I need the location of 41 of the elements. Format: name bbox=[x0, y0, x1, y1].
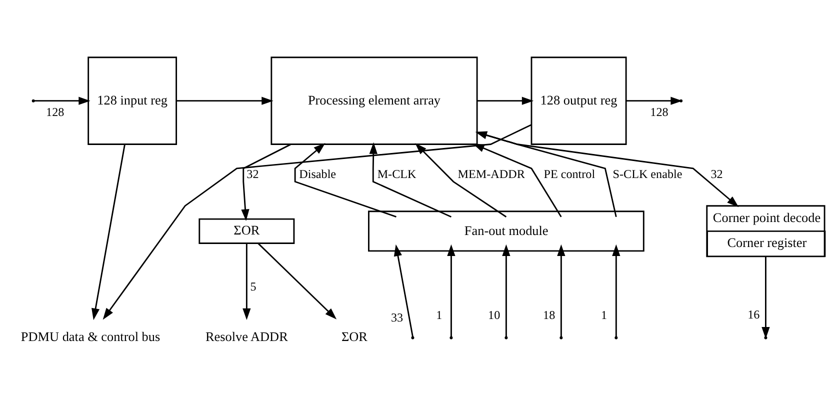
edge-label: S-CLK enable bbox=[612, 167, 682, 182]
edge-label: 128 bbox=[46, 105, 64, 120]
edge-label: 16 bbox=[748, 308, 760, 322]
edge-label: 32 bbox=[710, 167, 723, 182]
arrow bbox=[102, 124, 532, 320]
arrow bbox=[394, 244, 414, 337]
arrow bbox=[369, 142, 452, 218]
edge-label: M-CLK bbox=[377, 167, 416, 182]
edge-label: 1 bbox=[601, 308, 608, 322]
node-box: Processing element array bbox=[270, 56, 478, 145]
edge-label: MEM-ADDR bbox=[458, 167, 525, 182]
arrow bbox=[557, 244, 566, 337]
node-text: ΣOR bbox=[341, 329, 368, 344]
arrow bbox=[258, 242, 337, 320]
edge-label: Disable bbox=[299, 167, 336, 182]
edge-label: 128 bbox=[650, 105, 668, 120]
arrow bbox=[447, 244, 456, 337]
node-box: Fan-out module bbox=[368, 210, 644, 252]
arrow bbox=[176, 96, 274, 105]
arrow bbox=[241, 144, 291, 221]
arrow bbox=[502, 244, 510, 337]
arrow bbox=[762, 256, 770, 339]
node-box: 128 output reg bbox=[530, 56, 627, 145]
edge-label: PE control bbox=[544, 167, 596, 182]
node-text: Resolve ADDR bbox=[205, 329, 288, 344]
node-box: 128 input reg bbox=[88, 56, 178, 145]
edge-label: 33 bbox=[391, 310, 404, 324]
arrow bbox=[34, 96, 90, 105]
edge-label: 1 bbox=[436, 308, 442, 322]
arrow bbox=[477, 96, 534, 105]
node-box: ΣOR bbox=[198, 218, 295, 244]
arrow bbox=[612, 244, 620, 337]
edge-label: 10 bbox=[488, 308, 500, 322]
arrow bbox=[242, 243, 251, 320]
edge-label: 18 bbox=[543, 308, 556, 322]
edge-label: 5 bbox=[250, 279, 256, 294]
arrow bbox=[294, 143, 396, 218]
node-text: PDMU data & control bus bbox=[20, 329, 160, 344]
edge-label: 32 bbox=[246, 167, 259, 182]
arrow bbox=[477, 132, 739, 208]
arrow bbox=[92, 144, 126, 320]
